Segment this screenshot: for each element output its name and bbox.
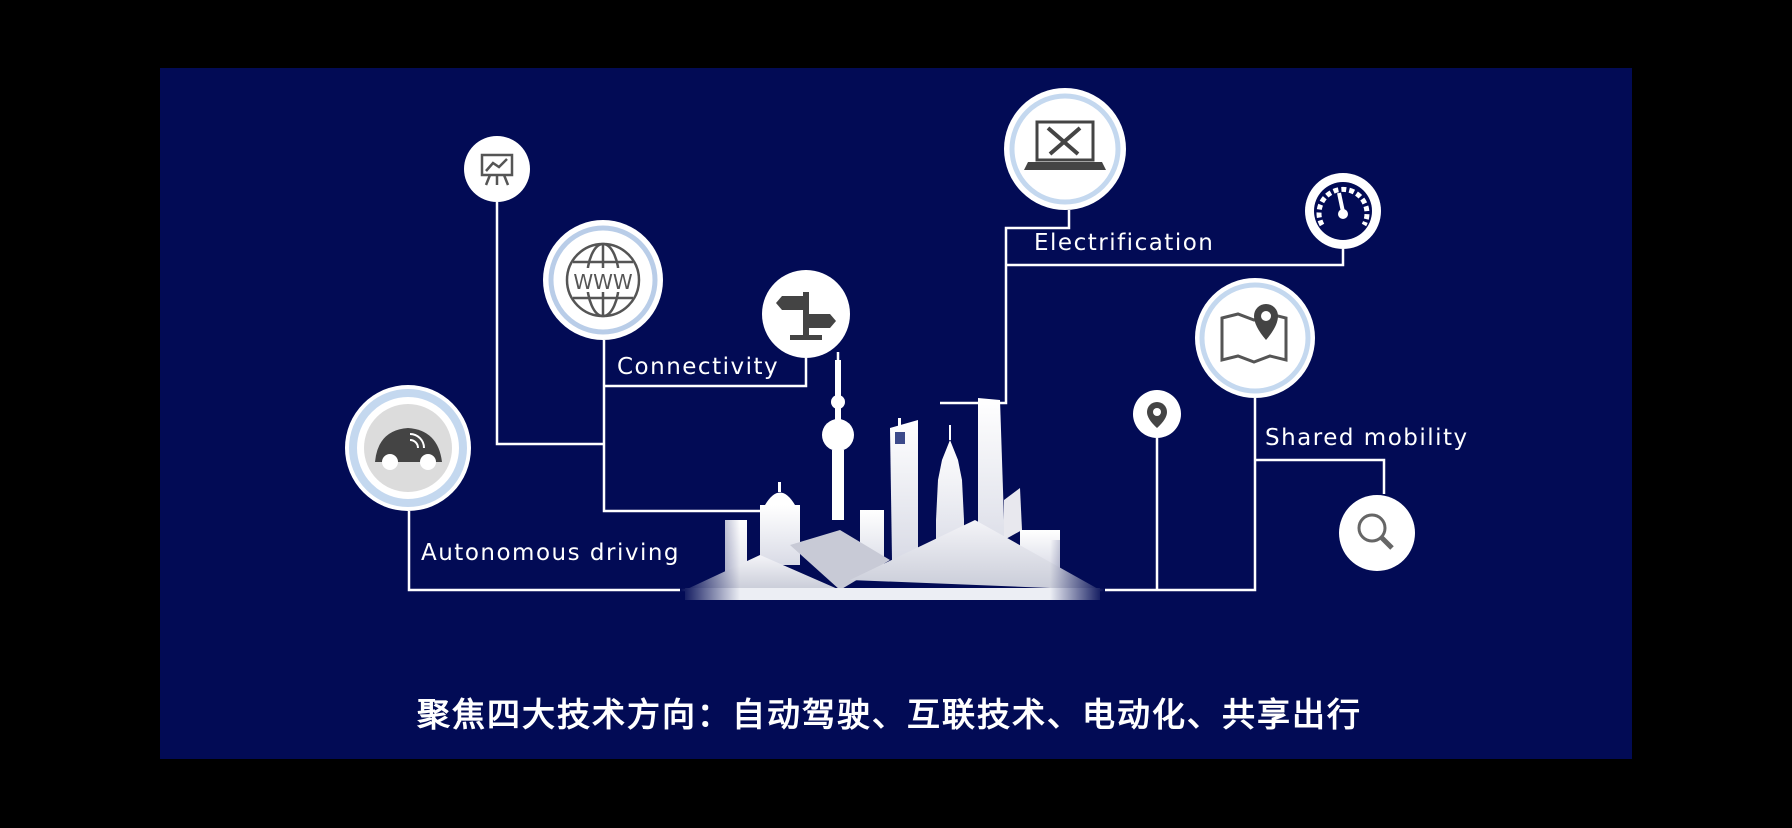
- label-connectivity: Connectivity: [617, 354, 780, 380]
- node-www-globe[interactable]: WWW: [543, 220, 663, 340]
- node-speedometer[interactable]: [1305, 173, 1381, 249]
- label-autonomous-driving: Autonomous driving: [421, 540, 681, 566]
- node-map-pin[interactable]: [1195, 278, 1315, 398]
- connector-lines: [407, 202, 1386, 592]
- laptop-tools-icon: [1024, 120, 1106, 170]
- svg-text:WWW: WWW: [573, 270, 633, 294]
- map-pin-icon: [1220, 304, 1288, 364]
- node-autonomous-car[interactable]: [345, 385, 471, 511]
- connected-car-icon: [375, 428, 442, 470]
- location-pin-icon: [1147, 402, 1167, 428]
- label-electrification: Electrification: [1034, 230, 1215, 256]
- node-presentation-chart[interactable]: [464, 136, 530, 202]
- speedometer-icon: [1316, 186, 1370, 227]
- label-shared-mobility: Shared mobility: [1265, 425, 1469, 451]
- node-search[interactable]: [1339, 495, 1415, 571]
- caption: 聚焦四大技术方向：自动驾驶、互联技术、电动化、共享出行: [417, 695, 1362, 734]
- node-signpost[interactable]: [762, 270, 850, 358]
- presentation-chart-icon: [480, 153, 514, 186]
- signpost-icon: [776, 292, 836, 340]
- node-location-pin[interactable]: [1133, 390, 1181, 438]
- city-skyline-illustration: [680, 360, 1105, 600]
- node-laptop-tools[interactable]: [1004, 88, 1126, 210]
- search-icon: [1357, 513, 1394, 550]
